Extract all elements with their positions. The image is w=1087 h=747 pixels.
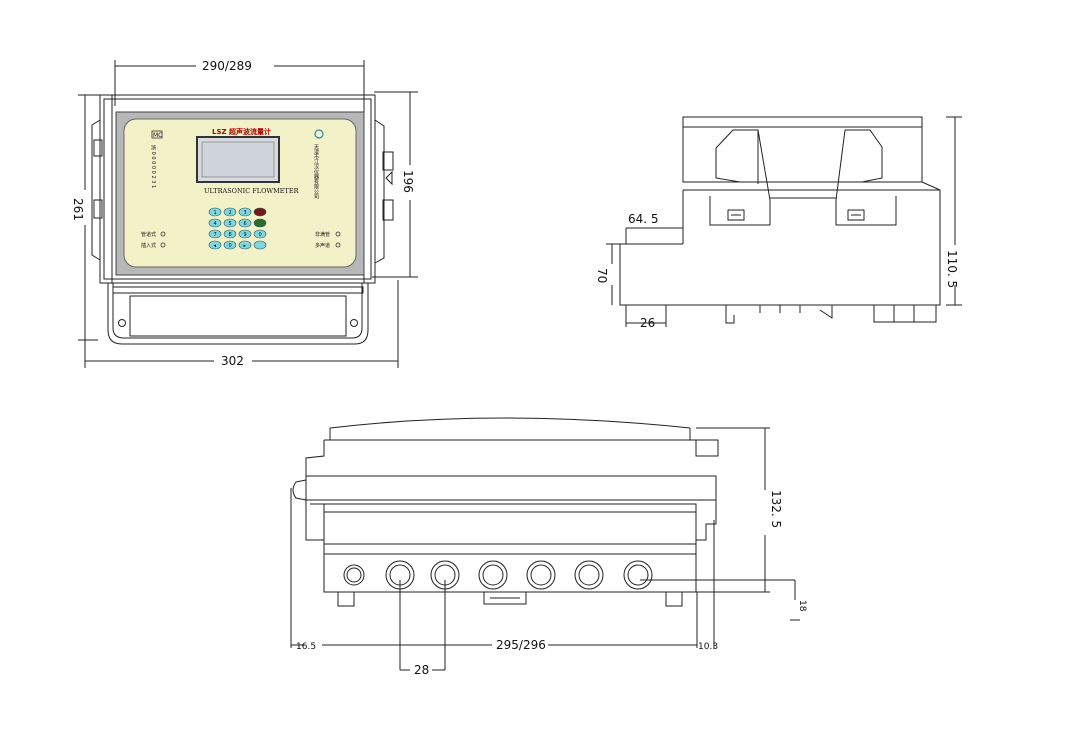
cable-gland-inner xyxy=(578,564,600,586)
dim-bottom-height: 132. 5 xyxy=(769,490,783,528)
keypad-key-label: ◂ xyxy=(214,243,217,249)
keypad-key-label: 5 xyxy=(229,221,232,227)
keypad-key-label: 6 xyxy=(244,221,247,227)
cable-gland-outer xyxy=(430,560,460,590)
left-vertical-text: 浙 0 0 0 0 0 2 3 1 xyxy=(150,144,156,188)
mc-logo xyxy=(151,130,163,139)
panel-subtitle: ULTRASONIC FLOWMETER xyxy=(204,187,300,195)
keypad-key xyxy=(223,207,237,217)
dim-bottom-width: 295/296 xyxy=(496,638,546,652)
dim-bottom-gland-pitch: 28 xyxy=(414,663,429,677)
cable-gland-inner xyxy=(482,564,504,586)
side-view xyxy=(606,116,962,327)
cable-gland-inner xyxy=(627,564,649,586)
keypad-key-label: 2 xyxy=(229,210,232,216)
dim-bottom-left-offset: 16.5 xyxy=(296,642,316,652)
led-right-1 xyxy=(335,231,341,237)
cable-gland-inner xyxy=(530,564,552,586)
right-vertical-text: 天津市江汉仪器有限公司 xyxy=(313,144,319,199)
keypad-key xyxy=(223,229,237,239)
keypad-key xyxy=(223,240,237,250)
cable-gland-outer xyxy=(385,560,415,590)
keypad-key xyxy=(238,207,252,217)
keypad-key-label: 4 xyxy=(214,221,217,227)
cable-gland-inner xyxy=(434,564,456,586)
keypad-key-label: 8 xyxy=(229,232,232,238)
cable-gland-outer xyxy=(343,564,365,586)
keypad-key xyxy=(253,240,267,250)
dim-side-height-total: 110. 5 xyxy=(945,250,959,288)
keypad-key-label: 0 xyxy=(229,243,232,249)
bottom-view xyxy=(290,417,800,671)
keypad-key xyxy=(208,218,222,228)
keypad-key-label: 0 xyxy=(259,232,262,238)
label-right-1: 非满管 xyxy=(315,231,330,238)
dim-front-bottom-width: 302 xyxy=(221,354,244,368)
keypad-key-label: 9 xyxy=(244,232,247,238)
label-left-1: 管道式 xyxy=(141,231,156,238)
dim-front-height-right: 196 xyxy=(401,170,415,193)
cable-gland-inner xyxy=(389,564,411,586)
keypad-key-label: 7 xyxy=(214,232,217,238)
dim-side-step: 64. 5 xyxy=(628,212,659,226)
led-right-2 xyxy=(335,242,341,248)
mc-logo-text: MC xyxy=(153,132,162,139)
keypad-key xyxy=(238,218,252,228)
dim-bottom-right-offset: 10.3 xyxy=(698,642,718,652)
label-right-2: 多声道 xyxy=(315,242,330,249)
keypad-key xyxy=(238,240,252,250)
keypad-key xyxy=(253,218,267,228)
cable-gland-outer xyxy=(526,560,556,590)
dim-side-height-small: 70 xyxy=(595,268,609,283)
keypad: 1 2 3 4 5 6 7 8 9 0 ◂ 0 ▸ xyxy=(208,207,267,250)
led-left-2 xyxy=(160,242,166,248)
cable-gland-inner xyxy=(346,567,362,583)
keypad-key xyxy=(253,229,267,239)
label-left-2: 插入式 xyxy=(141,242,156,249)
cable-gland-outer xyxy=(574,560,604,590)
keypad-key-label: ▸ xyxy=(244,243,247,249)
dim-bottom-gland-height: 18 xyxy=(797,600,807,612)
keypad-key xyxy=(253,207,267,217)
cable-gland-outer xyxy=(623,560,653,590)
front-panel: 1 2 3 4 5 6 7 8 9 0 ◂ 0 ▸ xyxy=(123,118,357,268)
cable-gland-outer xyxy=(478,560,508,590)
panel-face xyxy=(123,118,357,268)
dim-front-top-width: 290/289 xyxy=(202,59,252,73)
keypad-key-label: 1 xyxy=(214,210,217,216)
keypad-key xyxy=(238,229,252,239)
company-logo-icon xyxy=(314,129,324,139)
led-left-1 xyxy=(160,231,166,237)
dim-front-height-left: 261 xyxy=(71,198,85,221)
keypad-key xyxy=(208,240,222,250)
keypad-key xyxy=(208,207,222,217)
panel-title: LSZ 超声波流量计 xyxy=(212,127,271,136)
keypad-key-label: 3 xyxy=(244,210,247,216)
dim-side-foot: 26 xyxy=(640,316,655,330)
cable-glands xyxy=(343,560,653,590)
keypad-key xyxy=(223,218,237,228)
keypad-key xyxy=(208,229,222,239)
